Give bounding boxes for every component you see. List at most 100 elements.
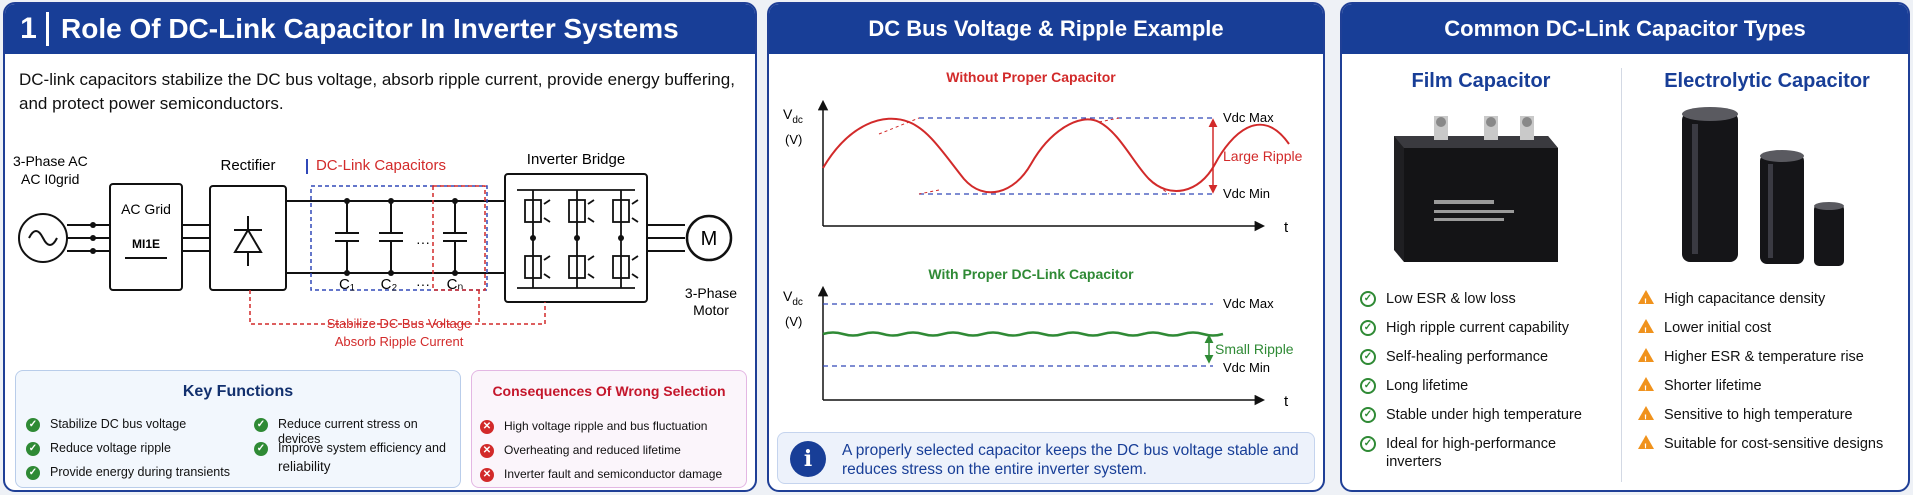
consequences-title: Consequences Of Wrong Selection [492,383,726,399]
consequence-item: ✕High voltage ripple and bus fluctuation [480,419,707,434]
cap-label-dots: ··· [416,276,430,292]
warning-icon: ! [1638,290,1654,307]
key-function-item-cont: reliability [278,459,331,474]
cap-label-c1: C₁ [339,276,355,293]
source-label-2: AC I0grid [21,171,79,187]
info-icon: i [790,441,826,477]
warning-icon: ! [1638,319,1654,336]
bottom-ripple-label: Small Ripple [1215,341,1294,357]
ac-lines [67,224,110,252]
capacitor-images [1394,107,1844,266]
bottom-min-label: Vdc Min [1223,360,1270,375]
warning-icon: ! [1638,435,1654,452]
key-function-item: ✓Reduce voltage ripple [26,441,171,456]
ac-grid-label: AC Grid [121,201,171,217]
film-title: Film Capacitor [1411,70,1551,92]
dclink-region [310,185,488,291]
x-circle-icon: ✕ [480,420,494,434]
ripple-charts: Without Proper Capacitor Vdc (V) t Vdc M… [783,69,1303,410]
warning-icon: ! [1638,348,1654,365]
capacitor-types-header: Common DC-Link Capacitor Types [1342,4,1908,54]
film-feature-item: ✓High ripple current capability [1360,319,1569,337]
key-functions-title: Key Functions [182,383,294,400]
check-icon: ✓ [26,442,40,456]
electrolytic-feature-item: !Shorter lifetime [1638,377,1762,395]
film-feature-item: ✓Self-healing performance [1360,348,1548,366]
column-divider [1621,68,1622,482]
check-icon: ✓ [26,418,40,432]
top-chart-title: Without Proper Capacitor [946,69,1116,85]
electrolytic-feature-item: !Lower initial cost [1638,319,1771,337]
key-functions-box: Key Functions ✓Stabilize DC bus voltage … [15,370,461,488]
ac-source-icon [18,213,68,263]
cap-label-c2: C₂ [381,276,398,293]
top-max-label: Vdc Max [1223,110,1274,125]
bottom-ylabel-unit: (V) [785,314,802,329]
key-function-item: ✓Provide energy during transients [26,465,230,480]
role-panel-title: Role Of DC-Link Capacitor In Inverter Sy… [61,13,679,44]
film-feature-item: ✓Ideal for high-performance inverters [1360,435,1590,471]
motor-label-1: 3-Phase [685,285,737,301]
warning-icon: ! [1638,377,1654,394]
ac-grid-sub: MI1E [132,237,160,251]
rectifier-label: Rectifier [220,157,275,174]
check-circle-icon: ✓ [1360,407,1376,423]
key-function-item: ✓Improve system efficiency and [254,441,446,456]
top-ripple-wave [822,117,1290,194]
top-ylabel: Vdc [783,106,803,126]
dclink-label: DC-Link Capacitors [316,157,446,174]
role-panel: 1 Role Of DC-Link Capacitor In Inverter … [3,2,757,492]
bottom-xlabel: t [1284,393,1289,410]
bottom-ylabel: Vdc [783,288,803,308]
check-circle-icon: ✓ [1360,320,1376,336]
capacitor-types-title: Common DC-Link Capacitor Types [1444,16,1806,41]
bottom-ripple-wave [822,331,1224,337]
check-circle-icon: ✓ [1360,436,1376,452]
motor-icon: M [685,214,733,262]
electrolytic-feature-item: !Suitable for cost-sensitive designs [1638,435,1883,453]
absorb-label: Absorb Ripple Current [335,334,464,349]
inverter-label: Inverter Bridge [527,151,625,168]
electrolytic-title: Electrolytic Capacitor [1664,70,1870,92]
diode-icon [233,216,263,266]
bottom-max-label: Vdc Max [1223,296,1274,311]
stabilize-label: Stabilize DC Bus Voltage [327,316,472,331]
cap-label-cn: Cₙ [447,276,464,293]
check-circle-icon: ✓ [1360,378,1376,394]
role-panel-header: 1 Role Of DC-Link Capacitor In Inverter … [5,4,755,54]
capacitor-c1-icon [335,201,359,273]
capacitor-types-panel: Common DC-Link Capacitor Types Film Capa… [1340,2,1910,492]
info-text: A properly selected capacitor keeps the … [842,442,1299,478]
check-icon: ✓ [26,466,40,480]
section-number: 1 [11,12,49,46]
top-ripple-label: Large Ripple [1223,148,1303,164]
x-circle-icon: ✕ [480,444,494,458]
electrolytic-feature-item: !Higher ESR & temperature rise [1638,348,1864,366]
electrolytic-feature-item: !High capacitance density [1638,290,1825,308]
info-box: i A properly selected capacitor keeps th… [777,432,1315,484]
top-ylabel-unit: (V) [785,132,802,147]
role-intro-text: DC-link capacitors stabilize the DC bus … [19,70,735,113]
electrolytic-feature-item: !Sensitive to high temperature [1638,406,1853,424]
film-feature-item: ✓Long lifetime [1360,377,1468,395]
check-circle-icon: ✓ [1360,349,1376,365]
capacitor-c2-icon [379,201,403,273]
film-feature-item: ✓Stable under high temperature [1360,406,1582,424]
check-circle-icon: ✓ [1360,291,1376,307]
top-min-label: Vdc Min [1223,186,1270,201]
capacitor-dots: ··· [416,234,430,250]
motor-label-2: Motor [693,302,729,318]
motor-symbol: M [701,228,718,250]
top-xlabel: t [1284,219,1289,236]
key-function-item: ✓Reduce current stress on devices [254,417,460,447]
consequence-item: ✕Overheating and reduced lifetime [480,443,681,458]
inverter-circuit-diagram: 3-Phase AC AC I0grid AC Grid MI1E Rectif… [13,151,737,349]
warning-icon: ! [1638,406,1654,423]
ripple-panel: DC Bus Voltage & Ripple Example Without … [767,2,1325,492]
consequence-item: ✕Inverter fault and semiconductor damage [480,467,722,482]
ripple-panel-header: DC Bus Voltage & Ripple Example [769,4,1323,54]
film-capacitor-image [1394,116,1558,262]
check-icon: ✓ [254,442,268,456]
bottom-chart-title: With Proper DC-Link Capacitor [928,266,1134,282]
electrolytic-capacitor-image [1682,107,1844,266]
